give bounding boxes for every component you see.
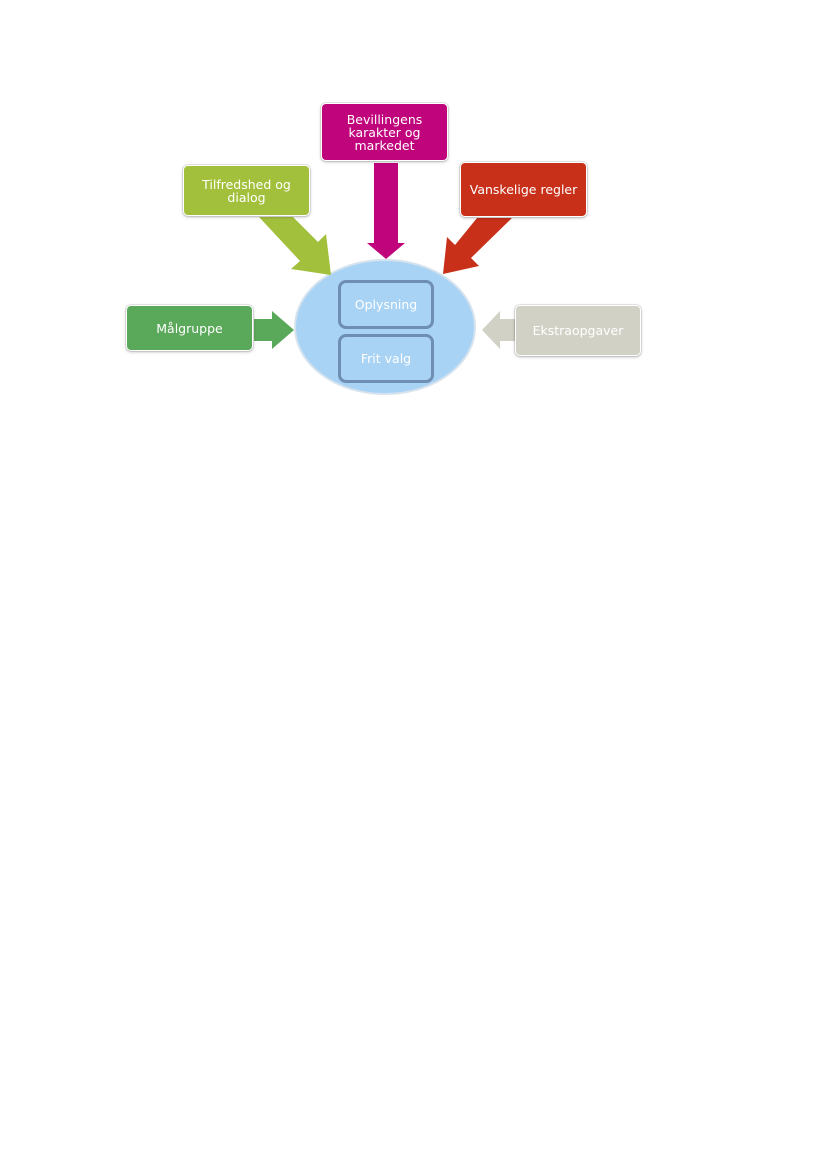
center-item-oplysning: Oplysning xyxy=(338,280,434,329)
factor-box-left: Målgruppe xyxy=(126,305,253,351)
center-item-label: Frit valg xyxy=(360,351,412,366)
arrow-right xyxy=(482,311,516,349)
factor-box-top: Bevillingens karakter og markedet xyxy=(321,103,448,161)
factor-label-left: Målgruppe xyxy=(156,320,223,336)
factor-label-top-left: Tilfredshed og dialog xyxy=(202,176,291,205)
factor-label-top: Bevillingens karakter og markedet xyxy=(346,111,423,153)
arrow-top-left xyxy=(259,217,331,275)
factor-label-top-right: Vanskelige regler xyxy=(469,182,578,197)
center-item-label: Oplysning xyxy=(354,297,418,312)
factor-box-right: Ekstraopgaver xyxy=(515,305,641,356)
factor-box-top-right: Vanskelige regler xyxy=(460,162,587,217)
arrow-left xyxy=(254,311,294,349)
arrow-top-right xyxy=(443,218,512,274)
arrow-top xyxy=(367,163,405,259)
factor-label-right: Ekstraopgaver xyxy=(532,323,624,338)
center-item-frit-valg: Frit valg xyxy=(338,334,434,383)
factor-box-top-left: Tilfredshed og dialog xyxy=(183,165,310,216)
